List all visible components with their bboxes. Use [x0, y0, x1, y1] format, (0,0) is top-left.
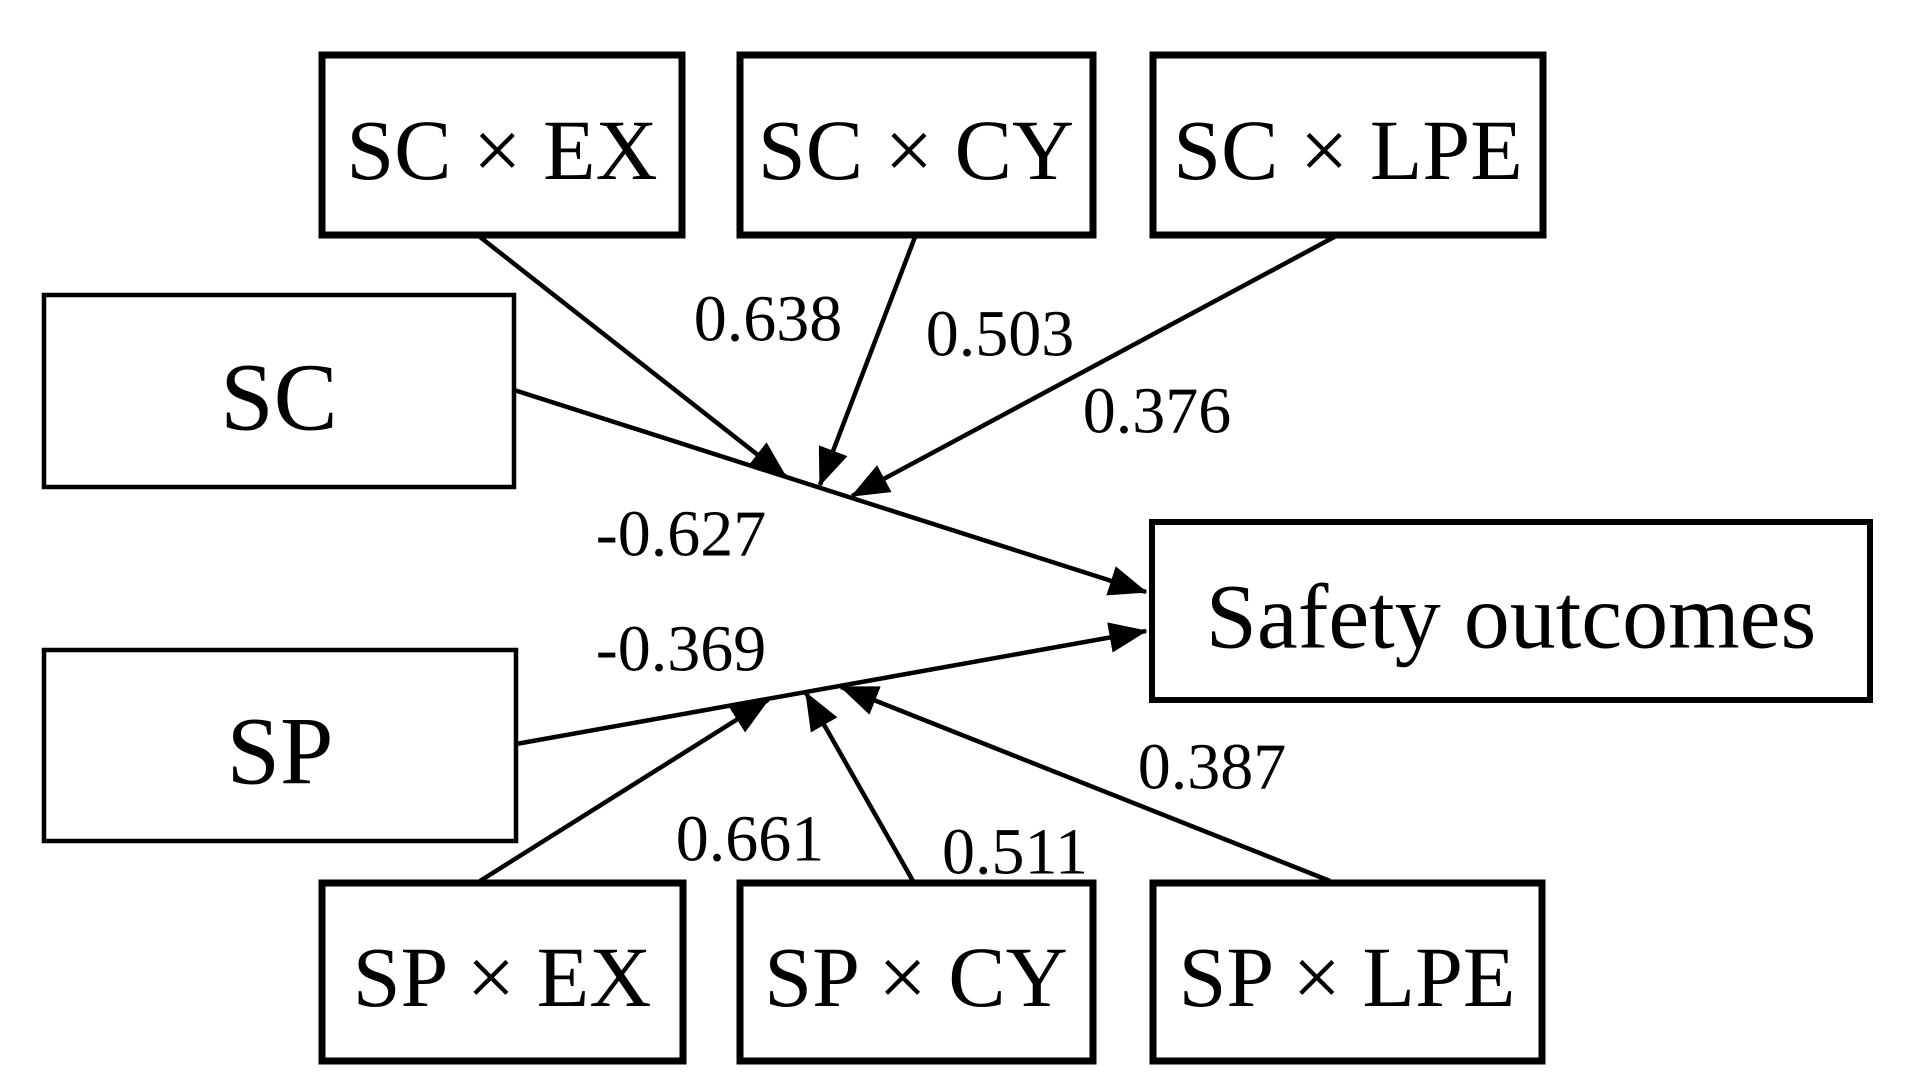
- path-spxex-moderation-arrow: [478, 698, 770, 883]
- node-sc-box: [41, 292, 517, 490]
- node-sp-lpe-label: SP × LPE: [1179, 929, 1516, 1025]
- node-sc-lpe-label: SC × LPE: [1173, 102, 1523, 198]
- path-sc-to-safety-arrow: [513, 387, 1148, 596]
- coefficient-scxcy: 0.503: [926, 297, 1075, 370]
- node-sp-cy-box: [736, 879, 1097, 1065]
- node-sp-ex-box: [318, 879, 687, 1065]
- coefficient-labels: 0.638 0.503 0.376 -0.627 -0.369 0.661 0.…: [596, 282, 1286, 888]
- edges: [478, 233, 1340, 884]
- path-scxlpe-moderation-arrow: [850, 233, 1340, 498]
- nodes: SC × EX SC × CY SC × LPE SC Safety outco…: [41, 51, 1873, 1065]
- coefficient-spxex: 0.661: [676, 802, 825, 875]
- node-sp-ex: SP × EX: [318, 879, 687, 1065]
- node-sp-cy: SP × CY: [736, 879, 1097, 1065]
- node-safety-outcomes: Safety outcomes: [1149, 519, 1873, 703]
- node-sp-label: SP: [227, 697, 334, 804]
- node-sc-lpe: SC × LPE: [1149, 51, 1547, 239]
- node-sc-lpe-box: [1149, 51, 1547, 239]
- node-sp-lpe-box: [1149, 879, 1546, 1065]
- path-scxcy-moderation-arrow: [817, 236, 918, 487]
- node-sc-ex-box: [318, 51, 686, 239]
- coefficient-spxlpe: 0.387: [1138, 730, 1287, 803]
- node-sp: SP: [41, 647, 519, 844]
- node-sc-ex-label: SC × EX: [346, 102, 657, 198]
- node-sp-cy-label: SP × CY: [764, 929, 1067, 1025]
- node-sc-label: SC: [220, 343, 337, 450]
- path-sp-to-safety-arrow: [515, 622, 1148, 747]
- coefficient-spxcy: 0.511: [942, 815, 1088, 888]
- path-spxcy-moderation-arrow: [804, 691, 915, 883]
- coefficient-sp: -0.369: [596, 612, 766, 685]
- node-sp-box: [41, 647, 519, 844]
- node-safety-outcomes-label: Safety outcomes: [1206, 566, 1817, 668]
- coefficient-scxlpe: 0.376: [1083, 374, 1232, 447]
- node-sc: SC: [41, 292, 517, 490]
- node-sc-cy: SC × CY: [736, 51, 1097, 239]
- node-sc-ex: SC × EX: [318, 51, 686, 239]
- coefficient-scxex: 0.638: [694, 282, 843, 355]
- path-spxlpe-moderation-arrow: [839, 684, 1331, 884]
- node-sc-cy-box: [736, 51, 1097, 239]
- node-sc-cy-label: SC × CY: [758, 102, 1074, 198]
- node-sp-ex-label: SP × EX: [353, 929, 652, 1025]
- node-sp-lpe: SP × LPE: [1149, 879, 1546, 1065]
- node-safety-outcomes-box: [1149, 519, 1873, 703]
- coefficient-sc: -0.627: [596, 497, 766, 570]
- path-scxex-moderation-arrow: [478, 235, 788, 479]
